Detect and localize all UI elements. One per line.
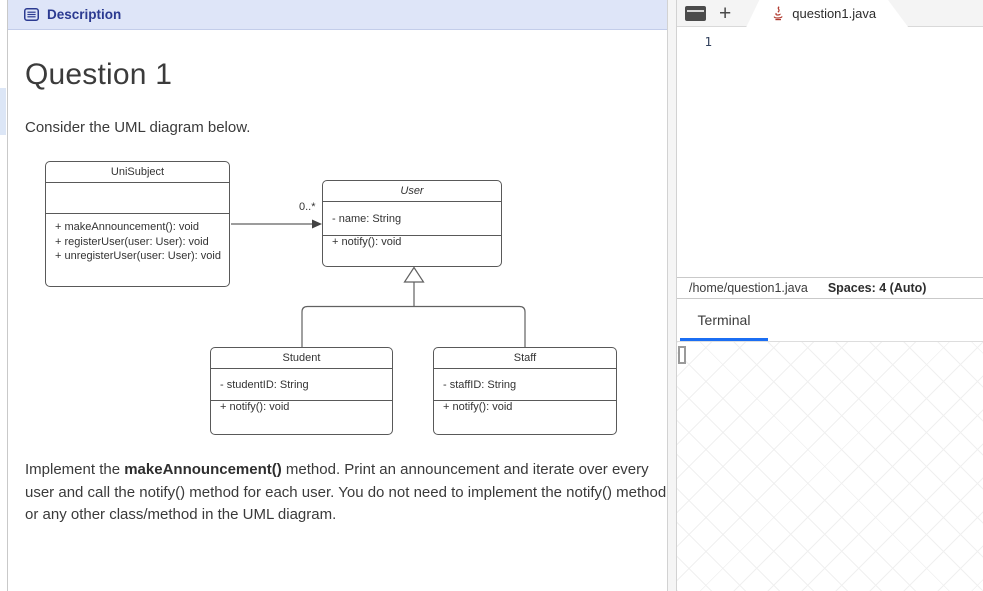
method-row: + notify(): void xyxy=(220,401,290,413)
intro-text: Consider the UML diagram below. xyxy=(25,119,251,136)
method-row: + notify(): void xyxy=(332,236,402,248)
terminal-output[interactable] xyxy=(677,341,983,591)
uml-class-user: User - name: String + notify(): void xyxy=(322,180,502,267)
line-number: 1 xyxy=(704,34,712,49)
description-header-label: Description xyxy=(47,7,122,22)
attribute-row: - staffID: String xyxy=(443,378,517,391)
class-methods: + makeAnnouncement(): void + registerUse… xyxy=(46,214,229,264)
sidebar-handle[interactable] xyxy=(0,88,6,135)
uml-class-staff: Staff - staffID: String + notify(): void xyxy=(433,347,617,435)
method-row: + notify(): void xyxy=(443,401,513,413)
uml-class-student: Student - studentID: String + notify(): … xyxy=(210,347,393,435)
attribute-row: - studentID: String xyxy=(220,378,309,391)
spaces-indicator: Spaces: 4 (Auto) xyxy=(827,280,927,295)
description-icon xyxy=(24,8,39,21)
tab-terminal[interactable]: Terminal xyxy=(680,299,768,341)
tab-label: question1.java xyxy=(792,6,877,21)
association-arrowhead xyxy=(312,219,322,229)
method-row: + registerUser(user: User): void xyxy=(55,235,209,248)
file-panel-toggle-icon[interactable] xyxy=(685,5,706,21)
editor-panel: + question1.java 1 /home/question1.java … xyxy=(677,0,983,591)
class-name: User xyxy=(323,181,501,202)
class-methods: + notify(): void xyxy=(323,236,501,248)
class-name: Staff xyxy=(434,348,616,369)
class-attributes: - name: String xyxy=(323,202,501,236)
generalization-triangle xyxy=(403,266,425,283)
tab-question1-java[interactable]: question1.java xyxy=(746,0,908,27)
question-title: Question 1 xyxy=(25,58,173,91)
attribute-row: - name: String xyxy=(332,212,402,225)
editor-tab-bar: + question1.java xyxy=(677,0,983,27)
description-header: Description xyxy=(8,0,667,30)
terminal-cursor xyxy=(678,345,686,364)
class-methods: + notify(): void xyxy=(211,401,392,413)
terminal-tab-bar: Terminal xyxy=(677,298,983,342)
file-path: /home/question1.java xyxy=(689,280,808,295)
instructions-part2: method. Print an announcement and iterat… xyxy=(25,461,667,523)
code-editor[interactable]: 1 xyxy=(677,27,983,277)
class-attributes xyxy=(46,183,229,214)
uml-class-unisubject: UniSubject + makeAnnouncement(): void + … xyxy=(45,161,230,287)
class-attributes: - staffID: String xyxy=(434,369,616,401)
editor-status-bar: /home/question1.java Spaces: 4 (Auto) xyxy=(677,276,983,299)
panel-splitter[interactable] xyxy=(667,0,677,591)
class-name: UniSubject xyxy=(46,162,229,183)
instructions-text: Implement the makeAnnouncement() method.… xyxy=(25,459,667,527)
new-tab-button[interactable]: + xyxy=(719,1,732,25)
class-methods: + notify(): void xyxy=(434,401,616,413)
class-attributes: - studentID: String xyxy=(211,369,392,401)
collapsed-sidebar[interactable] xyxy=(0,0,8,591)
instructions-part1: Implement the xyxy=(25,461,125,478)
method-row: + makeAnnouncement(): void xyxy=(55,221,199,233)
instructions-bold: makeAnnouncement() xyxy=(124,461,282,478)
java-icon xyxy=(771,6,785,21)
class-name: Student xyxy=(211,348,392,369)
description-panel: Description Question 1 Consider the UML … xyxy=(8,0,667,591)
multiplicity-label: 0..* xyxy=(299,201,316,213)
method-row: + unregisterUser(user: User): void xyxy=(55,250,221,262)
